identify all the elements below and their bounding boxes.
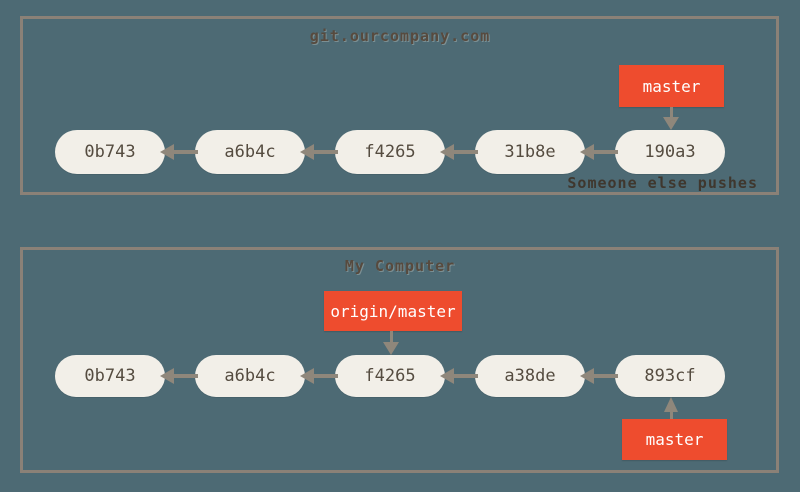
arrow-shaft xyxy=(314,150,338,154)
server-repo-title: git.ourcompany.com xyxy=(309,27,491,45)
server-commit-node: a6b4c xyxy=(195,130,305,174)
parent-arrow xyxy=(440,143,478,161)
arrow-shaft xyxy=(454,150,478,154)
parent-arrow xyxy=(300,143,338,161)
arrow-shaft xyxy=(594,150,618,154)
server-repo-box xyxy=(20,16,779,195)
parent-arrow xyxy=(580,367,618,385)
server-commit-node: 190a3 xyxy=(615,130,725,174)
local-commit-node: a6b4c xyxy=(195,355,305,397)
arrow-head-left-icon xyxy=(160,368,174,384)
parent-arrow xyxy=(440,367,478,385)
parent-arrow xyxy=(580,143,618,161)
arrow-head-down-icon xyxy=(663,117,679,130)
server-commit-node: 31b8e xyxy=(475,130,585,174)
local-master-pointer-arrow xyxy=(662,397,680,419)
server-master-pointer-arrow xyxy=(662,107,680,130)
arrow-head-left-icon xyxy=(440,144,454,160)
arrow-head-left-icon xyxy=(300,368,314,384)
arrow-head-left-icon xyxy=(580,368,594,384)
local-commit-node: f4265 xyxy=(335,355,445,397)
arrow-shaft xyxy=(174,150,198,154)
arrow-shaft xyxy=(389,331,393,342)
local-origin-master-label: origin/master xyxy=(324,291,462,331)
arrow-head-up-icon xyxy=(664,397,678,412)
server-commit-node: f4265 xyxy=(335,130,445,174)
server-commit-node: 0b743 xyxy=(55,130,165,174)
server-master-branch-label: master xyxy=(619,65,724,107)
local-commit-node: 0b743 xyxy=(55,355,165,397)
arrow-head-left-icon xyxy=(580,144,594,160)
arrow-shaft xyxy=(594,374,618,378)
arrow-shaft xyxy=(669,412,673,419)
arrow-shaft xyxy=(454,374,478,378)
parent-arrow xyxy=(160,367,198,385)
parent-arrow xyxy=(300,367,338,385)
parent-arrow xyxy=(160,143,198,161)
arrow-shaft xyxy=(314,374,338,378)
origin-master-pointer-arrow xyxy=(382,331,400,355)
local-commit-node: 893cf xyxy=(615,355,725,397)
arrow-shaft xyxy=(174,374,198,378)
arrow-head-left-icon xyxy=(300,144,314,160)
arrow-head-down-icon xyxy=(383,342,399,355)
server-caption: Someone else pushes xyxy=(567,174,758,192)
arrow-head-left-icon xyxy=(160,144,174,160)
local-repo-title: My Computer xyxy=(344,257,456,275)
arrow-shaft xyxy=(669,107,673,117)
local-master-branch-label: master xyxy=(622,419,727,460)
local-repo-box xyxy=(20,247,779,473)
local-commit-node: a38de xyxy=(475,355,585,397)
arrow-head-left-icon xyxy=(440,368,454,384)
